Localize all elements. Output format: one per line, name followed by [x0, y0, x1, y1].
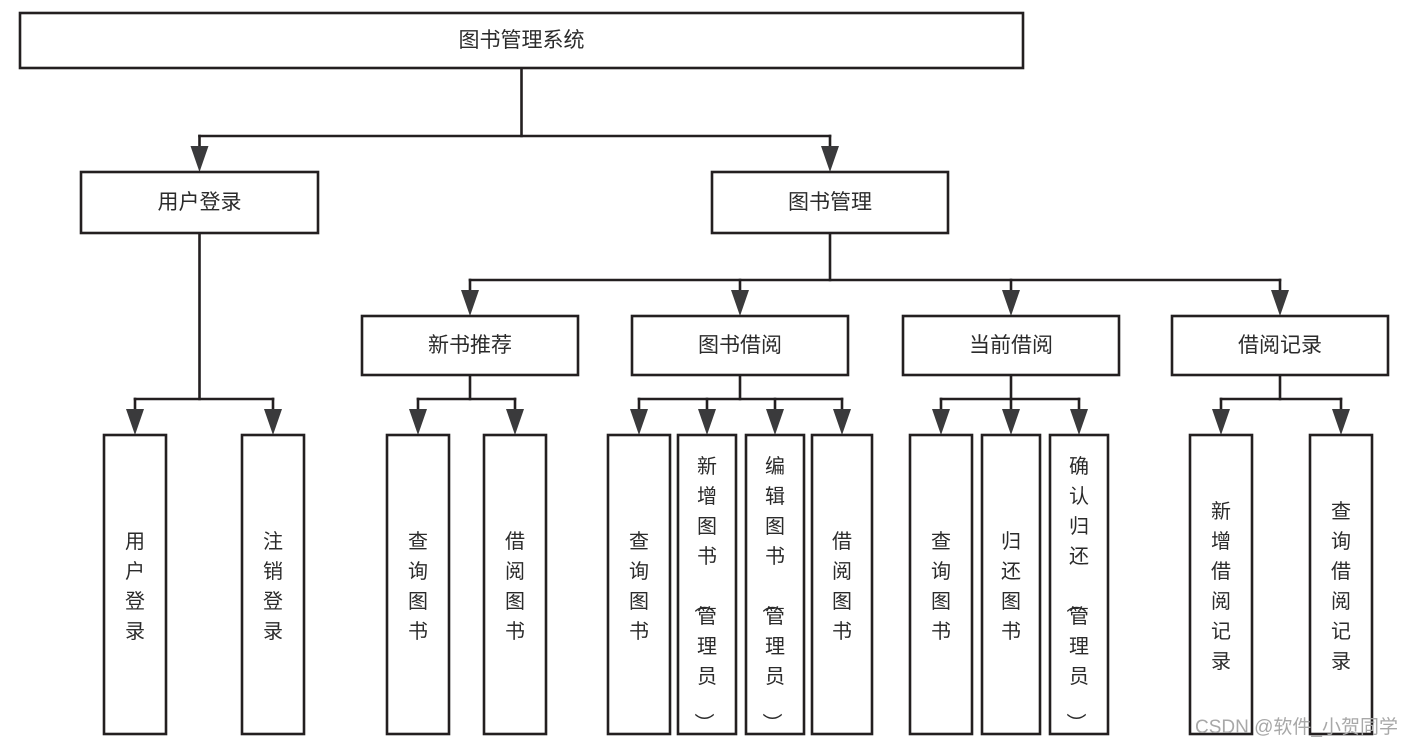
- node-box: [810, 433, 874, 736]
- node-n-current-borrow[interactable]: 当前借阅: [901, 314, 1121, 377]
- node-box: [710, 170, 950, 235]
- node-layer: 图书管理系统用户登录图书管理新书推荐图书借阅当前借阅借阅记录用户登录注销登录查询…: [18, 11, 1390, 736]
- node-l-add-book[interactable]: 新增图书（管理员）: [676, 433, 738, 736]
- node-box: [901, 314, 1121, 377]
- node-box: [102, 433, 168, 736]
- node-label: 图书管理系统: [459, 29, 585, 52]
- node-l-edit-book[interactable]: 编辑图书（管理员）: [744, 433, 806, 736]
- arrow-head-icon: [766, 409, 784, 435]
- node-label: 新增图书（管理员）: [692, 455, 717, 733]
- node-label: 查询借阅记录: [1331, 500, 1351, 673]
- node-n-user-login[interactable]: 用户登录: [79, 170, 320, 235]
- arrow-head-icon: [630, 409, 648, 435]
- node-label: 新书推荐: [428, 334, 512, 357]
- arrow-head-icon: [461, 290, 479, 316]
- node-box: [1308, 433, 1374, 736]
- node-box: [980, 433, 1042, 736]
- arrow-head-icon: [1002, 409, 1020, 435]
- node-box: [18, 11, 1025, 70]
- node-box: [606, 433, 672, 736]
- node-label: 查询图书: [408, 530, 428, 643]
- node-box: [1048, 433, 1110, 736]
- node-n-book-mgmt[interactable]: 图书管理: [710, 170, 950, 235]
- node-box: [482, 433, 548, 736]
- node-l-query-book-2[interactable]: 查询图书: [606, 433, 672, 736]
- node-l-query-record[interactable]: 查询借阅记录: [1308, 433, 1374, 736]
- node-label: 查询图书: [931, 530, 951, 643]
- node-label: 注销登录: [263, 530, 283, 643]
- node-box: [908, 433, 974, 736]
- node-label: 查询图书: [629, 530, 649, 643]
- arrow-head-icon: [932, 409, 950, 435]
- node-label: 借阅记录: [1238, 334, 1322, 357]
- node-box: [1170, 314, 1390, 377]
- node-label: 图书管理: [788, 191, 872, 214]
- node-label: 用户登录: [125, 531, 145, 643]
- node-box: [360, 314, 580, 377]
- node-label: 当前借阅: [969, 334, 1053, 357]
- arrow-head-icon: [190, 146, 209, 172]
- node-l-borrow-book-1[interactable]: 借阅图书: [482, 433, 548, 736]
- node-l-user-login[interactable]: 用户登录: [102, 433, 168, 736]
- arrow-head-icon: [1332, 409, 1350, 435]
- node-label: 确认归还（管理员）: [1064, 455, 1089, 733]
- edge-layer: [126, 66, 1350, 435]
- arrow-head-icon: [126, 409, 144, 435]
- arrow-head-icon: [698, 409, 716, 435]
- csdn-watermark: CSDN @软件_小贺同学: [1195, 716, 1398, 738]
- node-label: 新增借阅记录: [1211, 500, 1231, 673]
- node-box: [1188, 433, 1254, 736]
- node-label: 归还图书: [1001, 530, 1021, 643]
- node-n-borrow-record[interactable]: 借阅记录: [1170, 314, 1390, 377]
- node-l-add-record[interactable]: 新增借阅记录: [1188, 433, 1254, 736]
- node-l-return-book[interactable]: 归还图书: [980, 433, 1042, 736]
- node-l-logout[interactable]: 注销登录: [240, 433, 306, 736]
- arrow-head-icon: [1002, 290, 1020, 316]
- node-label: 借阅图书: [832, 530, 852, 643]
- arrow-head-icon: [1070, 409, 1088, 435]
- node-label: 用户登录: [158, 191, 242, 214]
- arrow-head-icon: [833, 409, 851, 435]
- node-l-borrow-book-2[interactable]: 借阅图书: [810, 433, 874, 736]
- node-label: 编辑图书（管理员）: [760, 455, 785, 733]
- node-box: [744, 433, 806, 736]
- arrow-head-icon: [409, 409, 427, 435]
- node-l-confirm-return[interactable]: 确认归还（管理员）: [1048, 433, 1110, 736]
- node-root[interactable]: 图书管理系统: [18, 11, 1025, 70]
- arrow-head-icon: [1271, 290, 1289, 316]
- node-box: [385, 433, 451, 736]
- node-n-new-book-rec[interactable]: 新书推荐: [360, 314, 580, 377]
- node-n-book-borrow[interactable]: 图书借阅: [630, 314, 850, 377]
- node-l-query-book-3[interactable]: 查询图书: [908, 433, 974, 736]
- node-box: [240, 433, 306, 736]
- node-box: [79, 170, 320, 235]
- node-label: 借阅图书: [505, 530, 525, 643]
- arrow-head-icon: [821, 146, 839, 172]
- arrow-head-icon: [264, 409, 282, 435]
- node-box: [676, 433, 738, 736]
- arrow-head-icon: [506, 409, 524, 435]
- node-label: 图书借阅: [698, 334, 782, 357]
- arrow-head-icon: [1212, 409, 1230, 435]
- arrow-head-icon: [731, 290, 749, 316]
- node-l-query-book-1[interactable]: 查询图书: [385, 433, 451, 736]
- node-box: [630, 314, 850, 377]
